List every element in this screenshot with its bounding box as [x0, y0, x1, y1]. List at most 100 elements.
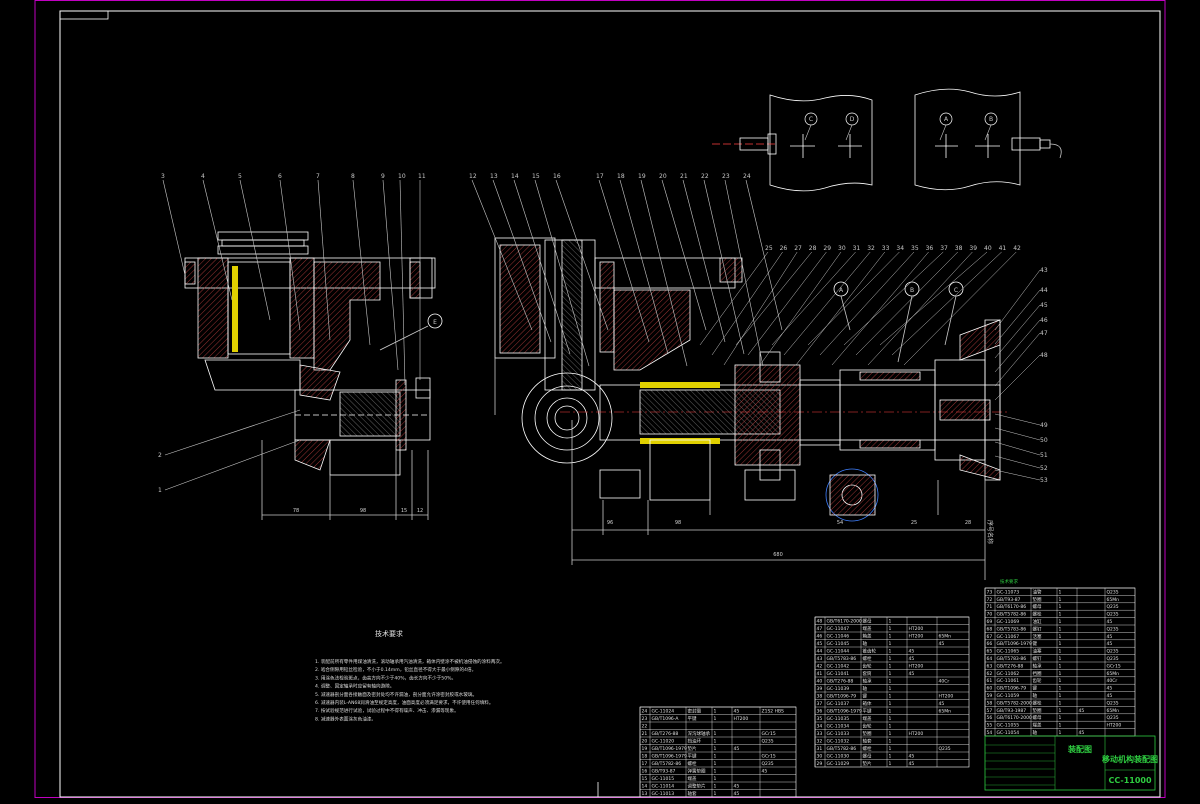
table-cell: 螺栓 — [688, 760, 697, 767]
table-cell: GC-11034 — [827, 724, 850, 730]
leader-line — [771, 251, 856, 346]
port-label: A — [944, 116, 949, 123]
header-label: 技术要求 — [1000, 578, 1018, 585]
section-marker: B — [910, 287, 914, 294]
table-cell: GCr15 — [1107, 663, 1121, 669]
part-label: 52 — [1040, 465, 1048, 472]
table-cell: 油塞 — [1033, 648, 1042, 655]
leader-line — [555, 179, 609, 331]
leader-line — [867, 251, 973, 366]
table-cell: GB/T93-87 — [652, 769, 676, 775]
overall-dimension: 680 — [773, 552, 783, 558]
table-cell: HT200 — [1107, 723, 1122, 729]
part-label: 10 — [398, 173, 406, 180]
note-line: 5. 减速器剖分面各接触面及密封处均不许漏油，剖分面允许涂密封胶或水玻璃。 — [315, 691, 477, 698]
table-cell: 螺栓 — [1033, 699, 1042, 706]
leader-line — [513, 179, 571, 355]
table-cell: Q235 — [1107, 589, 1119, 595]
table-cell: 65Mn — [1107, 708, 1120, 714]
table-cell: 1 — [1059, 663, 1062, 669]
table-cell: HT200 — [939, 694, 954, 700]
table-cell: Q235 — [762, 761, 774, 767]
table-cell: 1 — [1059, 589, 1062, 595]
table-cell: Q235 — [1107, 700, 1119, 706]
part-label: 8 — [351, 173, 355, 180]
table-cell: Q235 — [1107, 649, 1119, 655]
table-cell: HT200 — [734, 716, 749, 722]
leader-line — [891, 251, 1002, 356]
table-cell: 平键 — [863, 708, 872, 715]
table-cell: 21 — [642, 731, 648, 737]
leader-line — [703, 179, 745, 355]
leader-line — [795, 251, 885, 366]
table-cell: GC-11029 — [827, 761, 850, 767]
table-cell: GC-11030 — [827, 754, 850, 760]
table-cell: 键 — [863, 693, 868, 700]
table-cell: 58 — [987, 700, 993, 706]
table-cell: 23 — [642, 716, 648, 722]
leader-line — [164, 409, 301, 456]
table-cell: 1 — [889, 731, 892, 737]
table-cell: 键 — [1033, 640, 1038, 647]
part-label: 23 — [722, 173, 730, 180]
part-label: 27 — [794, 245, 802, 252]
table-cell: 螺母 — [1033, 603, 1042, 610]
table-cell: 1 — [1059, 715, 1062, 721]
table-cell: 1 — [1059, 708, 1062, 714]
table-cell: 69 — [987, 619, 993, 625]
table-cell: 1 — [1059, 597, 1062, 603]
dimension-label: 28 — [965, 520, 971, 526]
table-cell: 45 — [909, 649, 915, 655]
table-cell: 1 — [1059, 649, 1062, 655]
table-cell: 62 — [987, 671, 993, 677]
table-cell: 33 — [817, 731, 823, 737]
table-cell: 35 — [817, 716, 823, 722]
leader-line — [352, 179, 371, 346]
table-cell: 1 — [1059, 700, 1062, 706]
leader-line — [747, 251, 827, 356]
table-cell: GC-11069 — [997, 619, 1020, 625]
table-cell: 1 — [1059, 693, 1062, 699]
table-cell: GB/T93-1987 — [997, 708, 1027, 714]
table-cell: 1 — [714, 791, 717, 797]
table-cell: 端盖 — [688, 775, 697, 782]
table-cell: 1 — [1059, 612, 1062, 618]
table-cell: 29 — [817, 761, 823, 767]
part-label: 44 — [1040, 287, 1048, 294]
table-cell: 轴 — [1033, 692, 1038, 699]
table-cell: GC-11035 — [827, 716, 850, 722]
note-line: 3. 用涂色法检验斑点，齿高方向不少于40%，齿长方向不少于50%。 — [315, 674, 456, 681]
table-cell: GB/T6170-86 — [997, 604, 1027, 610]
table-cell: 轴 — [1033, 729, 1038, 736]
leader-line — [735, 251, 812, 346]
table-cell: Q235 — [939, 746, 951, 752]
part-label: 7 — [316, 173, 320, 180]
table-cell: 箱盖 — [863, 633, 872, 640]
table-cell: 47 — [817, 626, 823, 632]
part-label: 28 — [809, 245, 817, 252]
part-label: 46 — [1040, 317, 1048, 324]
table-cell: 43 — [817, 656, 823, 662]
table-cell: 68 — [987, 626, 993, 632]
table-cell: GB/T5782-86 — [997, 612, 1027, 618]
leader-line — [759, 251, 842, 366]
table-cell: 32 — [817, 739, 823, 745]
part-label: 42 — [1013, 245, 1021, 252]
table-cell: 1 — [889, 716, 892, 722]
leader-line — [819, 251, 915, 356]
table-cell: GB/T276-88 — [827, 679, 854, 685]
table-cell: 65 — [987, 649, 993, 655]
table-cell: GCr15 — [762, 731, 776, 737]
table-cell: 弹簧垫圈 — [688, 768, 706, 775]
section-marker: A — [839, 287, 844, 294]
leader-line — [807, 251, 900, 346]
table-cell: 1 — [714, 769, 717, 775]
leader-line — [831, 251, 929, 366]
part-label: 31 — [853, 245, 861, 252]
part-label: 25 — [765, 245, 773, 252]
table-cell: 密封圈 — [688, 708, 702, 715]
table-cell: 45 — [939, 641, 945, 647]
table-cell: GCr15 — [762, 754, 776, 760]
